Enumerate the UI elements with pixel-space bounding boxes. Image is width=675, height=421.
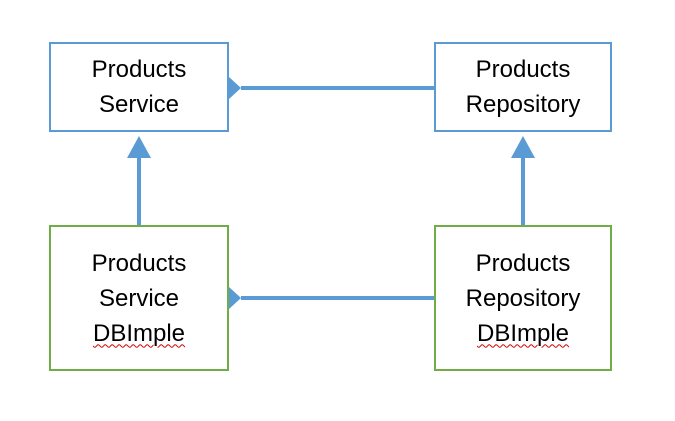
spellcheck-word: DBImple xyxy=(476,319,570,347)
box-label-line: Products xyxy=(475,56,571,83)
products-repository-box: Products Repository xyxy=(434,42,612,132)
box-label-line: Service xyxy=(98,284,180,312)
box-label-line: Repository xyxy=(465,91,581,118)
inheritance-arrowhead-left xyxy=(127,136,151,158)
box-label-line: Products xyxy=(475,249,571,277)
box-label-line: DBImple xyxy=(93,316,185,351)
products-service-box: Products Service xyxy=(49,42,229,132)
box-label-line: Products xyxy=(91,56,187,83)
box-label-line: Service xyxy=(98,91,180,118)
box-label-line: DBImple xyxy=(477,316,569,351)
spellcheck-word: DBImple xyxy=(92,319,186,347)
inheritance-arrowhead-right xyxy=(511,136,535,158)
box-label-line: Repository xyxy=(465,284,581,312)
box-label-line: Products xyxy=(91,249,187,277)
products-service-dbimple-box: Products Service DBImple xyxy=(49,225,229,371)
products-repository-dbimple-box: Products Repository DBImple xyxy=(434,225,612,371)
